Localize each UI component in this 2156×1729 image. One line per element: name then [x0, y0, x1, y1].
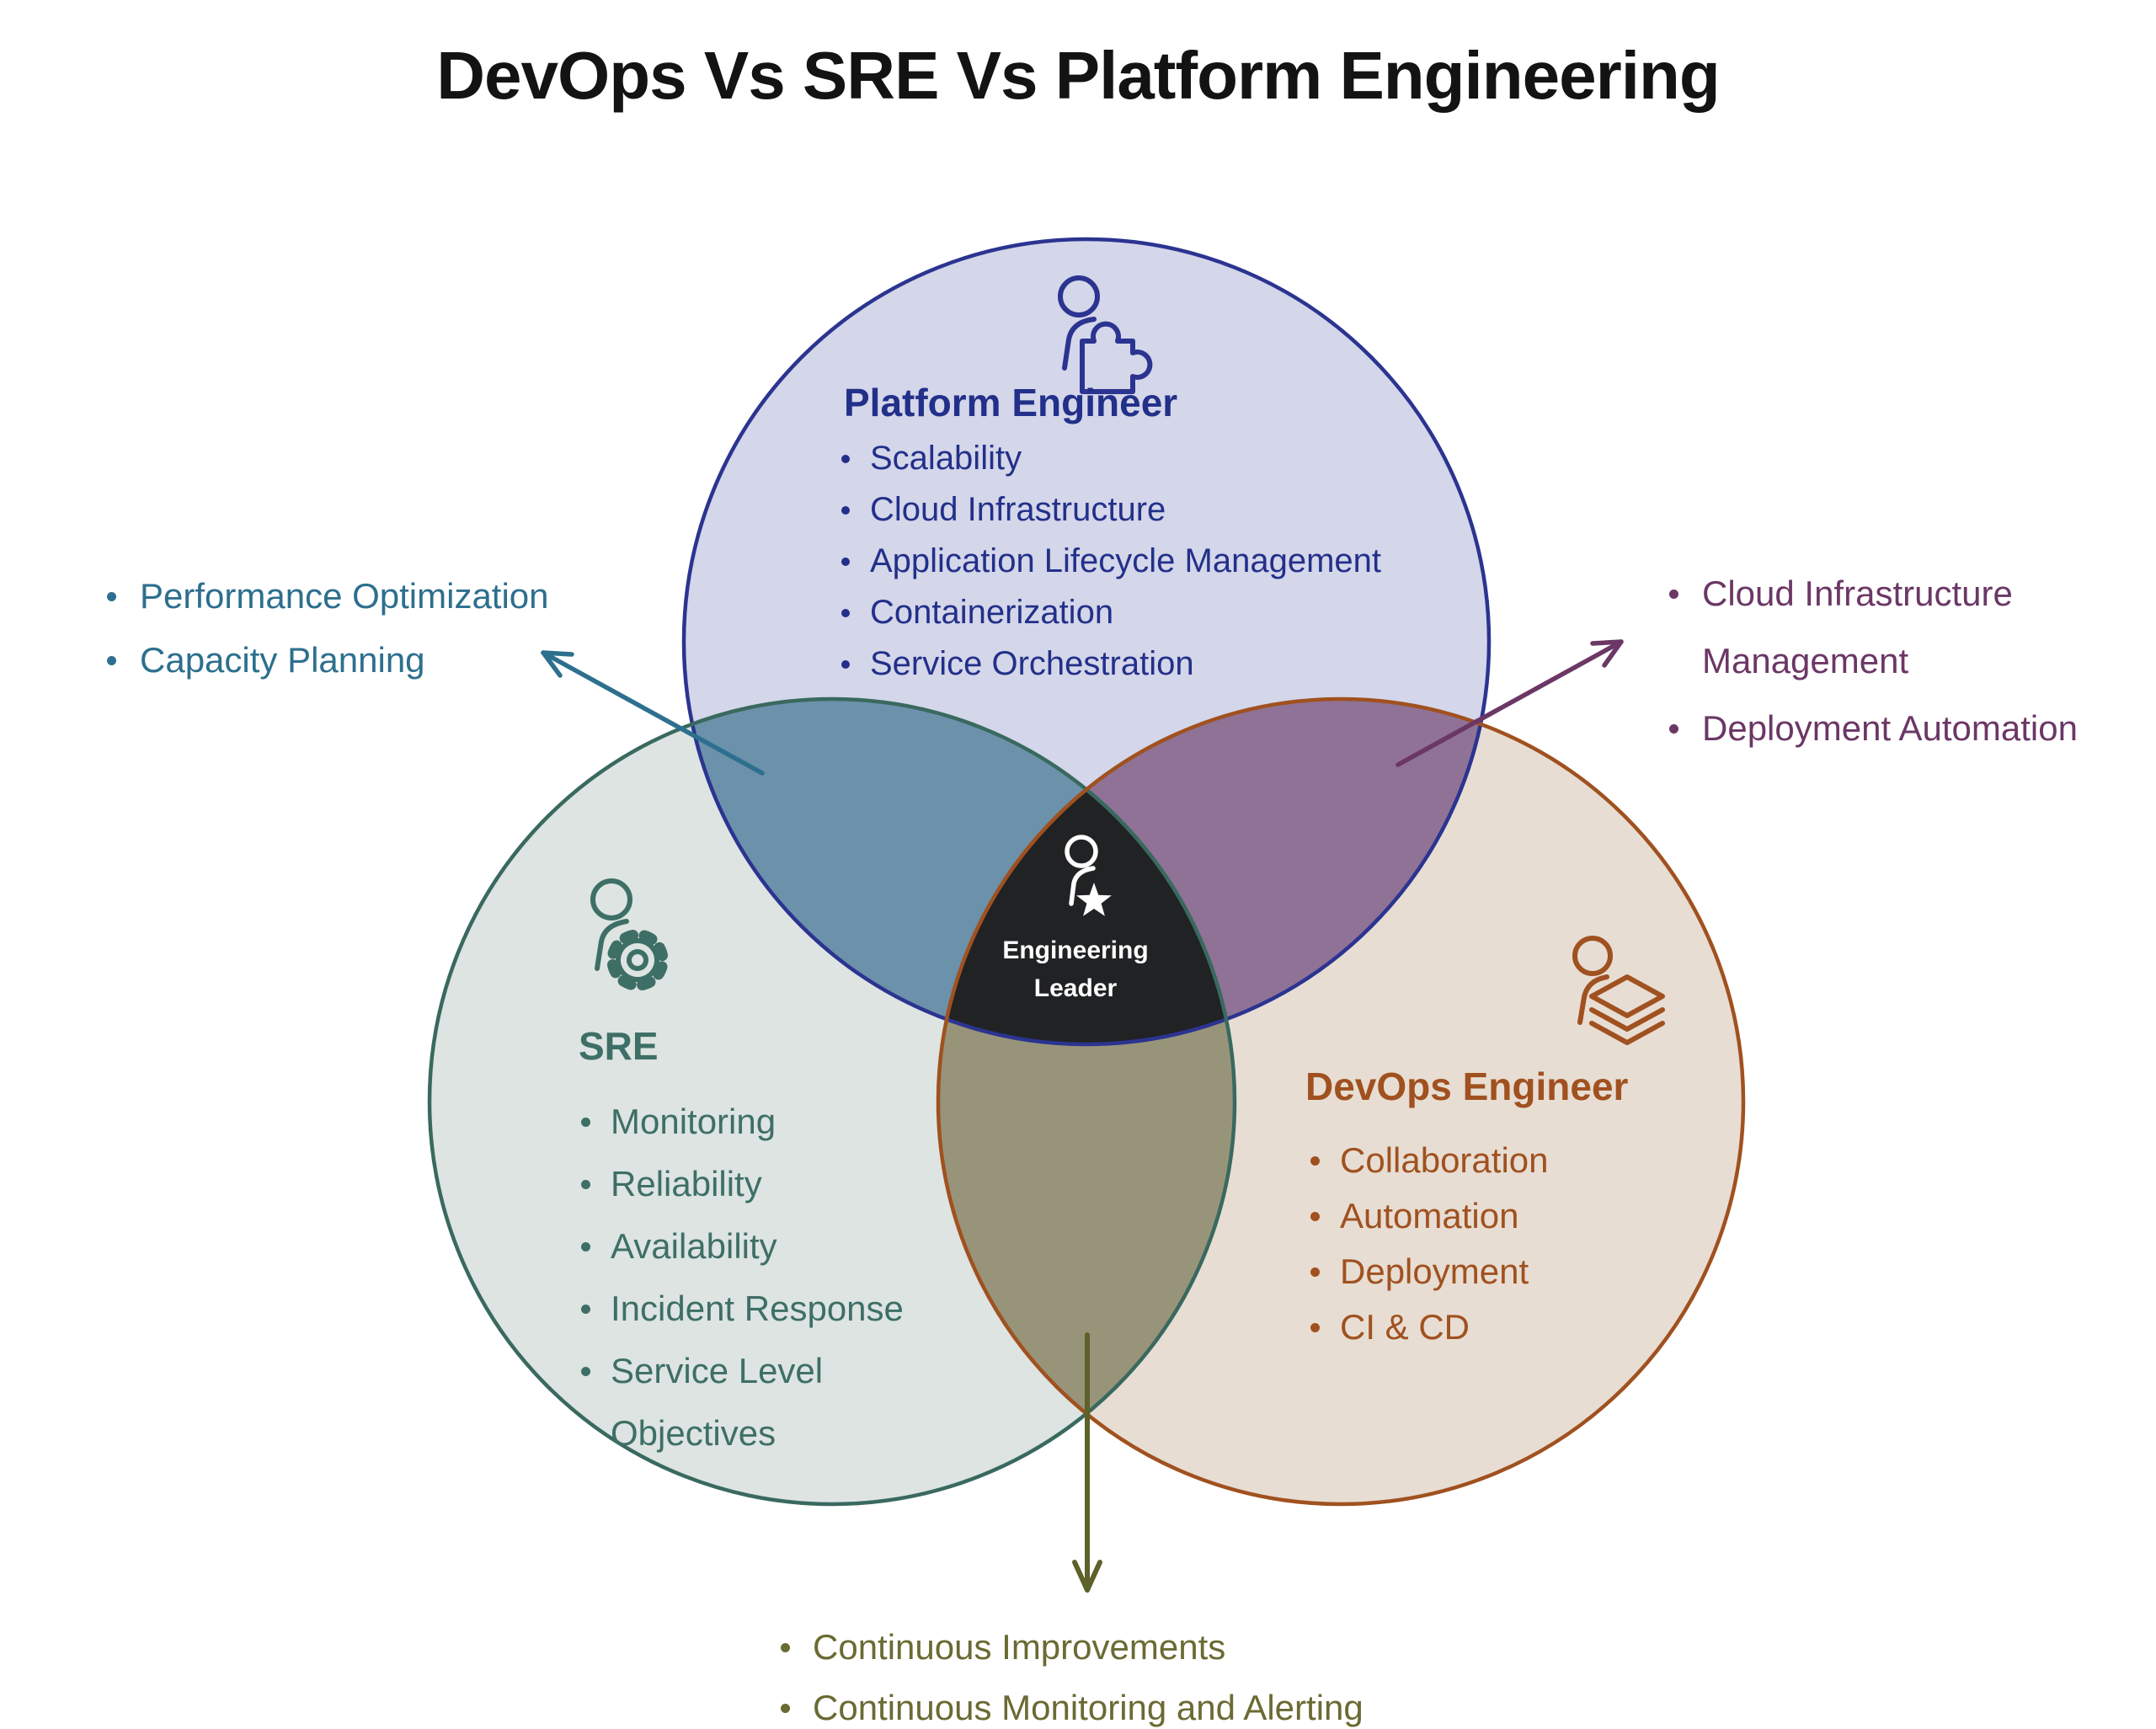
list-item: Automation [1310, 1188, 1549, 1244]
center-label-line1: Engineering [1002, 937, 1149, 964]
list-item: Application Lifecycle Management [841, 536, 1381, 587]
bullet-dot-icon [581, 1367, 590, 1376]
list-item: Cloud Infrastructure [841, 484, 1381, 536]
person-with-layers-icon [1572, 936, 1665, 1045]
devops-heading: DevOps Engineer [1305, 1065, 1629, 1108]
list-item: Deployment Automation [1669, 695, 2078, 762]
list-item: CI & CD [1310, 1299, 1549, 1355]
bullet-dot-icon [581, 1118, 590, 1127]
page-title: DevOps Vs SRE Vs Platform Engineering [436, 38, 1720, 113]
sre-circle-outline [427, 696, 1237, 1507]
sre-platform-overlap-list: Performance Optimization Capacity Planni… [107, 564, 549, 692]
list-item: Performance Optimization [107, 564, 549, 628]
person-with-star-icon [1065, 835, 1112, 916]
bullet-dot-icon [1310, 1267, 1320, 1277]
list-item: Collaboration [1310, 1133, 1549, 1188]
bullet-dot-icon [1310, 1323, 1320, 1332]
left-annotation-arrow [541, 650, 765, 776]
right-annotation-arrow [1396, 639, 1624, 767]
platform-circle-outline [681, 237, 1492, 1047]
person-with-gear-icon [590, 878, 669, 991]
bullet-dot-icon [1310, 1212, 1320, 1221]
list-item: Service Level Objectives [581, 1340, 964, 1465]
platform-items-list: Scalability Cloud Infrastructure Applica… [841, 433, 1381, 690]
bullet-dot-icon [841, 455, 850, 463]
list-item: Reliability [581, 1153, 964, 1215]
sre-devops-overlap-list: Continuous Improvements Continuous Monit… [781, 1617, 1364, 1729]
list-item: Containerization [841, 587, 1381, 638]
list-item: Continuous Improvements [781, 1617, 1364, 1678]
bullet-dot-icon [841, 558, 850, 566]
devops-items-list: Collaboration Automation Deployment CI &… [1310, 1133, 1549, 1355]
list-item: Continuous Monitoring and Alerting [781, 1678, 1364, 1729]
list-item: Monitoring [581, 1091, 964, 1153]
person-with-puzzle-icon [1058, 275, 1153, 394]
bullet-dot-icon [1310, 1156, 1320, 1166]
list-item: Availability [581, 1215, 964, 1278]
bullet-dot-icon [781, 1704, 790, 1713]
bottom-annotation-arrow [1072, 1332, 1102, 1593]
sre-items-list: Monitoring Reliability Availability Inci… [581, 1091, 964, 1465]
bullet-dot-icon [841, 506, 850, 515]
list-item: Scalability [841, 433, 1381, 484]
list-item: Capacity Planning [107, 628, 549, 692]
bullet-dot-icon [107, 656, 116, 665]
sre-heading: SRE [579, 1024, 659, 1068]
bullet-dot-icon [1669, 590, 1678, 599]
list-item: Incident Response [581, 1278, 964, 1340]
bullet-dot-icon [1669, 724, 1678, 734]
center-overlap-region [947, 789, 1226, 1044]
bullet-dot-icon [841, 660, 850, 669]
list-item: Service Orchestration [841, 638, 1381, 690]
list-item: Deployment [1310, 1244, 1549, 1299]
bullet-dot-icon [581, 1180, 590, 1189]
devops-circle-outline [936, 696, 1746, 1507]
bullet-dot-icon [781, 1643, 790, 1652]
bullet-dot-icon [581, 1242, 590, 1251]
bullet-dot-icon [581, 1305, 590, 1314]
bullet-dot-icon [841, 609, 850, 617]
center-label-line2: Leader [1033, 974, 1118, 1002]
bullet-dot-icon [107, 592, 116, 601]
platform-heading: Platform Engineer [844, 381, 1178, 424]
center-region-label: Engineering Leader [907, 931, 1244, 1007]
